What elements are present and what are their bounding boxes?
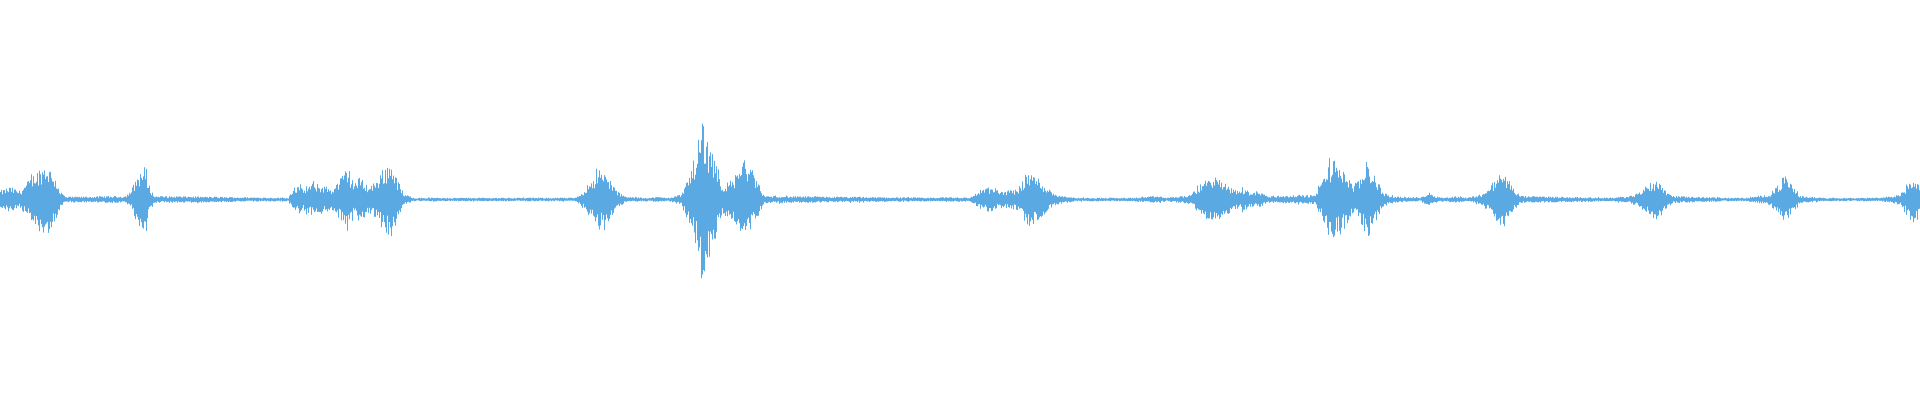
waveform-peaks [0,123,1920,279]
waveform-peak-path [0,123,1920,279]
